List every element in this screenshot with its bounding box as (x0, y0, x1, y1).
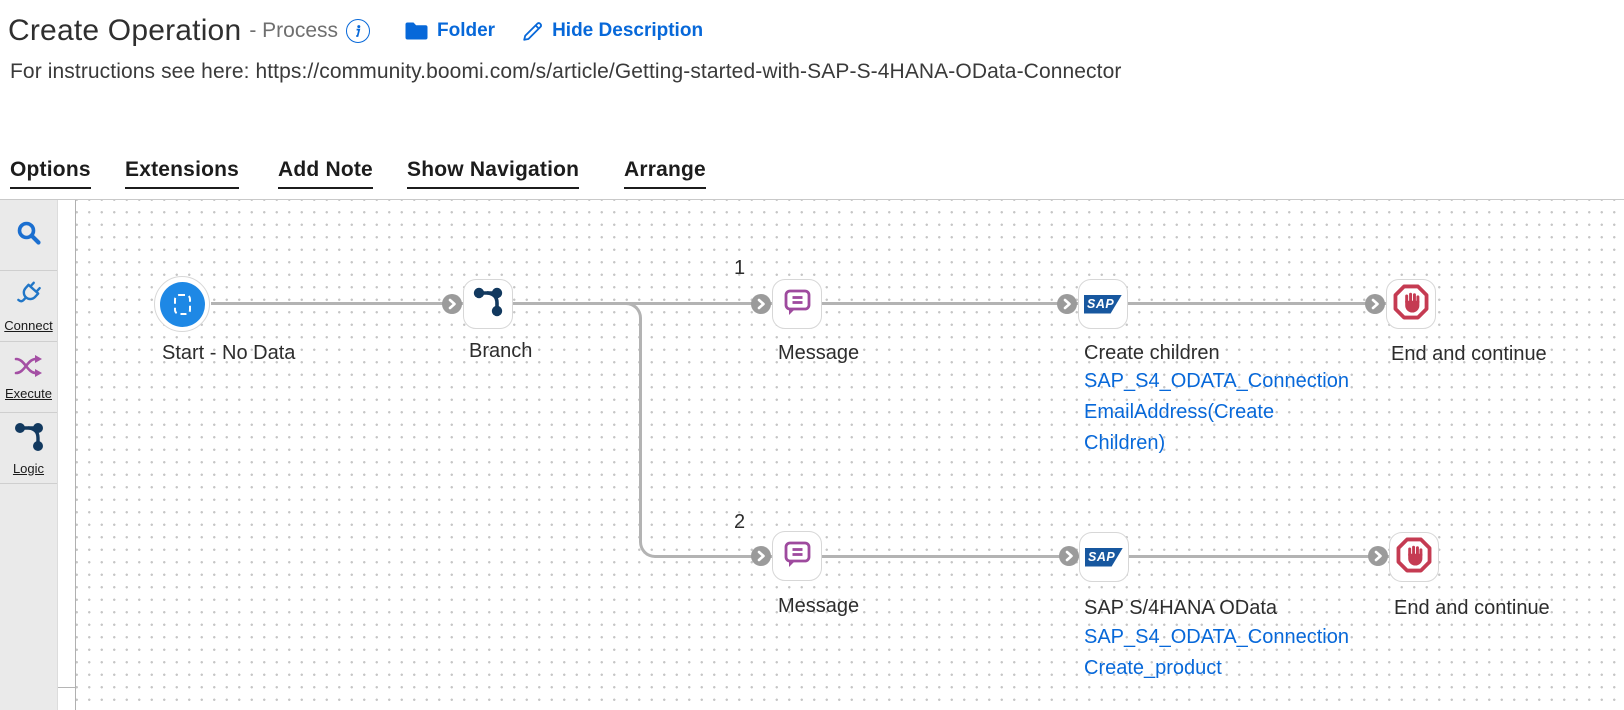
logic-icon (13, 421, 45, 458)
sap-logo: SAP (1085, 547, 1123, 567)
connection-link[interactable]: SAP_S4_ODATA_Connection (1084, 370, 1349, 392)
start-icon (159, 281, 205, 327)
shape-start[interactable] (154, 276, 210, 332)
folder-link[interactable]: Folder (437, 20, 496, 41)
connection-arrow[interactable] (751, 546, 771, 566)
page-title: Create Operation (8, 14, 242, 47)
message-icon (781, 286, 813, 323)
connection-arrow[interactable] (1059, 546, 1079, 566)
execute-icon (13, 354, 45, 383)
shape-label: End and continue (1394, 597, 1550, 619)
message-icon (781, 538, 813, 575)
branch-icon (471, 285, 505, 324)
branch-number-2: 2 (734, 511, 746, 533)
connection-arrow[interactable] (1368, 546, 1388, 566)
shape-links: SAP_S4_ODATA_Connection EmailAddress(Cre… (1084, 366, 1349, 459)
connect-icon (13, 280, 45, 315)
palette-item-search[interactable] (0, 200, 57, 271)
palette-item-connect[interactable]: Connect (0, 271, 57, 342)
shape-label: Message (778, 595, 860, 617)
operation-link[interactable]: Create_product (1084, 657, 1222, 679)
connection-arrow[interactable] (751, 294, 771, 314)
operation-link[interactable]: EmailAddress(Create (1084, 401, 1275, 423)
process-description: For instructions see here: https://commu… (10, 60, 1122, 83)
pencil-icon (521, 20, 544, 43)
sap-logo: SAP (1084, 294, 1122, 314)
shape-label: SAP S/4HANA OData (1084, 597, 1278, 619)
search-icon (15, 219, 43, 252)
shape-label: End and continue (1391, 343, 1547, 365)
toolbar-options[interactable]: Options (10, 158, 91, 189)
shape-label: Start - No Data (162, 342, 296, 364)
palette-item-label: Execute (5, 385, 52, 401)
workspace: Connect Execute (0, 199, 1624, 710)
shape-label: Branch (469, 340, 533, 362)
shape-sap-odata[interactable]: SAP (1079, 532, 1129, 582)
hide-description-link[interactable]: Hide Description (552, 20, 704, 41)
palette-item-execute[interactable]: Execute (0, 342, 57, 413)
palette-item-label: Connect (4, 317, 53, 333)
branch-elbow-top (616, 302, 642, 328)
shape-label: Create children (1084, 342, 1220, 364)
scrollbar-thumb[interactable] (58, 200, 75, 688)
toolbar-add-note[interactable]: Add Note (278, 158, 373, 189)
stop-icon (1392, 283, 1430, 326)
shape-sap-create-children[interactable]: SAP (1078, 279, 1128, 329)
branch-number-1: 1 (734, 257, 746, 279)
toolbar-extensions[interactable]: Extensions (125, 158, 240, 189)
branch-elbow-bottom (639, 528, 761, 558)
process-header: Create Operation - Process Folder Hide D… (8, 12, 703, 50)
process-canvas: 1 2 Start - No Data Branch (75, 200, 1624, 710)
toolbar-show-navigation[interactable]: Show Navigation (407, 158, 580, 189)
branch-vertical-line (639, 318, 642, 534)
shape-palette: Connect Execute (0, 200, 57, 710)
shape-branch[interactable] (463, 279, 513, 329)
toolbar-arrange[interactable]: Arrange (624, 158, 706, 189)
info-icon[interactable] (346, 19, 371, 43)
shape-message-1[interactable] (772, 279, 822, 329)
folder-icon (404, 20, 429, 42)
canvas-toolbar: Options Extensions Add Note Show Navigat… (0, 158, 1624, 194)
connection-arrow[interactable] (1365, 294, 1385, 314)
shape-end-2[interactable] (1389, 532, 1439, 582)
connection-arrow[interactable] (1057, 294, 1077, 314)
connection-arrow[interactable] (442, 294, 462, 314)
page-subtitle: - Process (249, 19, 339, 42)
stop-icon (1395, 536, 1433, 579)
palette-item-logic[interactable]: Logic (0, 413, 57, 484)
shape-label: Message (778, 342, 860, 364)
palette-item-label: Logic (12, 460, 45, 476)
shape-links: SAP_S4_ODATA_Connection Create_product (1084, 622, 1349, 684)
connection-link[interactable]: SAP_S4_ODATA_Connection (1084, 626, 1349, 648)
shape-end-1[interactable] (1386, 279, 1436, 329)
canvas-vertical-scrollbar (57, 200, 75, 710)
operation-link[interactable]: Children) (1084, 432, 1166, 454)
shape-message-2[interactable] (772, 531, 822, 581)
